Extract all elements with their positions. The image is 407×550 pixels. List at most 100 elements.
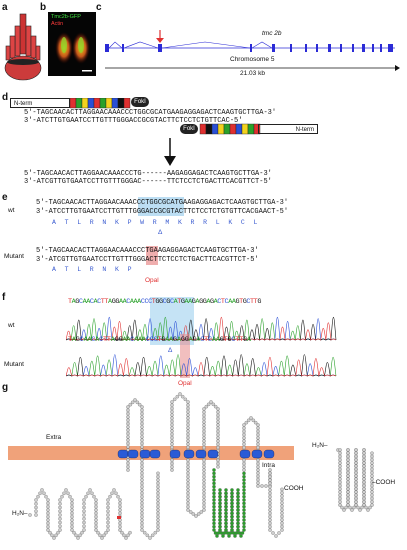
tale-repeat bbox=[241, 123, 249, 135]
deletion-highlight bbox=[138, 197, 184, 216]
base-call: C bbox=[99, 336, 104, 344]
opal-highlight bbox=[146, 246, 158, 265]
base-call: T bbox=[68, 336, 72, 344]
base-call: A bbox=[213, 298, 218, 306]
base-call: C bbox=[200, 336, 205, 344]
amino-acid: R bbox=[89, 266, 94, 273]
tm-helix bbox=[251, 449, 263, 459]
mutant-seq-top: 5′-TAGCAACACTTAGGAACAAACCCTGAAGAGGAGACTC… bbox=[36, 247, 259, 255]
opal-label-e: Opal bbox=[145, 277, 159, 284]
tm-helix bbox=[183, 449, 195, 459]
base-call: G bbox=[227, 336, 232, 344]
talen-seq-top: 5′-TAGCAACACTTAGGAACAAACCCTGGCGCATGAAGAG… bbox=[24, 109, 277, 117]
base-call: A bbox=[195, 298, 200, 306]
base-call: A bbox=[82, 298, 87, 306]
tm-helix bbox=[239, 449, 251, 459]
base-call: A bbox=[206, 298, 210, 306]
base-call: G bbox=[199, 298, 203, 306]
base-call: C bbox=[130, 336, 135, 344]
wt-seq-bottom: 3′-ATCCTTGTGAATCCTTGTTTGGGACCGCGTACTTCTC… bbox=[36, 208, 289, 216]
repaired-seq-bottom: 3′-ATCGTTGTGAATCCTTGTTTGGGAC------TTCTCC… bbox=[24, 178, 272, 186]
down-arrow bbox=[164, 138, 176, 166]
base-call: T bbox=[177, 298, 181, 306]
gene-structure-diagram bbox=[105, 30, 400, 71]
base-call: C bbox=[149, 336, 154, 344]
amino-acid: R bbox=[152, 219, 157, 226]
base-call: A bbox=[173, 298, 178, 306]
tm-helix bbox=[207, 449, 219, 459]
base-call: G bbox=[75, 336, 80, 344]
amino-acid: P bbox=[127, 219, 132, 226]
mutant-seq-bottom: 3′-ATCGTTGTGAATCCTTGTTTGGGACTTCTCCTCTGAC… bbox=[36, 256, 259, 264]
amino-acid: R bbox=[89, 219, 94, 226]
mutant-chromatogram bbox=[66, 354, 337, 377]
tm-helix bbox=[139, 449, 151, 459]
base-call: T bbox=[220, 298, 225, 306]
base-call: A bbox=[228, 298, 232, 306]
delta-symbol-f: Δ bbox=[168, 347, 173, 354]
base-call: G bbox=[159, 298, 163, 306]
tm-helix bbox=[127, 449, 139, 459]
mutant-chromatogram-highlight bbox=[180, 334, 190, 378]
base-call: C bbox=[78, 298, 83, 306]
extracellular-loop-2 bbox=[170, 392, 190, 472]
fluorescence-image: Tmc2b-GFP Actin bbox=[48, 12, 96, 76]
foki-top: FokI bbox=[131, 97, 149, 107]
base-call: G bbox=[202, 298, 207, 306]
base-call: G bbox=[118, 336, 123, 344]
base-call: G bbox=[257, 298, 261, 306]
amino-acid: P bbox=[127, 266, 132, 273]
base-call: G bbox=[235, 298, 240, 306]
base-call: T bbox=[223, 336, 228, 344]
base-call: G bbox=[180, 298, 185, 306]
base-call: G bbox=[75, 298, 79, 306]
panel-label-g: g bbox=[2, 382, 9, 393]
base-call: C bbox=[148, 298, 152, 306]
delta-symbol-e: Δ bbox=[158, 229, 163, 236]
wt-trace-sequence: TAGCAACACTTAGGAACAAACCCTGGCGCATGAAGAGGAG… bbox=[68, 298, 261, 306]
tale-repeat bbox=[111, 98, 119, 109]
base-call: C bbox=[144, 298, 149, 306]
base-call: C bbox=[97, 298, 101, 306]
base-call: A bbox=[133, 298, 138, 306]
base-call: T bbox=[106, 336, 111, 344]
base-call: G bbox=[161, 336, 166, 344]
extra-label: Extra bbox=[46, 434, 62, 441]
base-call: A bbox=[231, 298, 236, 306]
base-call: T bbox=[104, 298, 109, 306]
talen-seq-bottom: 3′-ATCTTGTGAATCCTTGTTTGGGACCGCGTACTTCTCC… bbox=[24, 117, 243, 125]
amino-acid: K bbox=[114, 219, 119, 226]
base-call: A bbox=[134, 336, 139, 344]
mutant-label-e: Mutant bbox=[4, 253, 24, 260]
base-call: A bbox=[83, 336, 88, 344]
base-call: A bbox=[165, 336, 170, 344]
base-call: C bbox=[162, 298, 167, 306]
tm-helix bbox=[117, 449, 129, 459]
base-call: A bbox=[184, 298, 189, 306]
amino-acid: R bbox=[203, 219, 208, 226]
base-call: A bbox=[122, 336, 127, 344]
amino-acid: R bbox=[190, 219, 195, 226]
mutation-site-mark bbox=[117, 516, 121, 519]
base-call: C bbox=[140, 298, 145, 306]
base-call: T bbox=[100, 298, 105, 306]
panel-label-e: e bbox=[2, 192, 8, 203]
base-call: A bbox=[169, 336, 174, 344]
wt-label-f: wt bbox=[8, 322, 15, 329]
gene-name: tmc 2b bbox=[262, 30, 282, 37]
base-call: A bbox=[86, 298, 90, 306]
amino-acid: C bbox=[240, 219, 245, 226]
base-call: A bbox=[188, 298, 192, 306]
base-call: T bbox=[151, 298, 156, 306]
panel-label-f: f bbox=[2, 292, 6, 303]
panel-label-a: a bbox=[2, 2, 8, 13]
cterm-loop bbox=[256, 468, 284, 538]
tale-repeat bbox=[81, 98, 89, 109]
intra-label: Intra bbox=[262, 462, 276, 469]
amino-acid: T bbox=[64, 219, 69, 226]
base-call: G bbox=[242, 298, 247, 306]
intra-loop-1 bbox=[140, 468, 160, 540]
wt-seq-top: 5′-TAGCAACACTTAGGAACAAACCCTGGCGCATGAAGAG… bbox=[36, 199, 289, 207]
base-call: C bbox=[224, 298, 229, 306]
